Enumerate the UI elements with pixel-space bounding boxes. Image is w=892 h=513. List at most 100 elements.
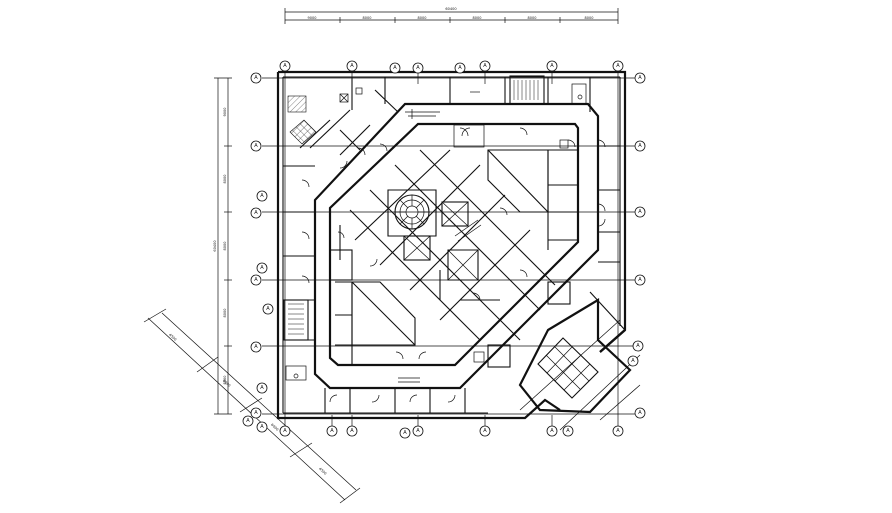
svg-text:A: A — [566, 428, 570, 434]
grid-bubble: A — [634, 274, 646, 286]
grid-bubble: A — [546, 425, 558, 437]
grid-bubble: A — [389, 62, 401, 74]
top-dimension-segment: 8000 — [528, 16, 537, 20]
grid-bubble: A — [250, 341, 262, 353]
svg-text:A: A — [416, 428, 420, 434]
corridor-ring — [313, 102, 600, 390]
top-dimension-segment: 8000 — [585, 16, 594, 20]
svg-text:A: A — [350, 63, 354, 69]
room-partitions — [283, 77, 620, 413]
grid-bubble: A — [612, 60, 624, 72]
svg-text:A: A — [254, 75, 258, 81]
grid-bubble: A — [242, 415, 254, 427]
grid-bubble: A — [256, 382, 268, 394]
svg-text:A: A — [260, 193, 264, 199]
top-dimension-segment: 8000 — [473, 16, 482, 20]
left-dimension-segment: 8000 — [223, 309, 227, 318]
svg-text:A: A — [638, 143, 642, 149]
grid-bubble: A — [262, 303, 274, 315]
grid-bubble: A — [346, 425, 358, 437]
grid-bubble: A — [479, 60, 491, 72]
svg-text:A: A — [254, 210, 258, 216]
svg-text:A: A — [283, 63, 287, 69]
grid-bubbles: A A A A A A A A A A A A A A A A A A A A … — [242, 60, 646, 439]
grid-bubble: A — [634, 72, 646, 84]
building-outline — [276, 70, 627, 420]
grid-bubble: A — [279, 425, 291, 437]
svg-text:A: A — [636, 343, 640, 349]
svg-text:A: A — [254, 143, 258, 149]
grid-bubble: A — [250, 207, 262, 219]
top-dimension-segment: 8000 — [418, 16, 427, 20]
left-dimension-segment: 8000 — [223, 242, 227, 251]
svg-text:A: A — [260, 385, 264, 391]
diagonal-dimension-segment: 4500 — [168, 333, 177, 342]
svg-text:A: A — [483, 63, 487, 69]
svg-text:A: A — [393, 65, 397, 71]
grid-bubble: A — [634, 206, 646, 218]
svg-text:A: A — [638, 277, 642, 283]
svg-text:A: A — [631, 358, 635, 364]
spiral-staircase — [387, 189, 437, 237]
svg-text:A: A — [260, 424, 264, 430]
svg-text:A: A — [283, 428, 287, 434]
diagonal-dimension-segment: 6000 — [222, 379, 231, 388]
svg-text:A: A — [483, 428, 487, 434]
svg-text:A: A — [403, 430, 407, 436]
grid-bubble: A — [632, 340, 644, 352]
grid-bubble: A — [454, 62, 466, 74]
svg-text:A: A — [616, 63, 620, 69]
grid-bubble: A — [250, 274, 262, 286]
grid-bubble: A — [256, 262, 268, 274]
grid-bubble: A — [399, 427, 411, 439]
grid-bubble: A — [326, 425, 338, 437]
left-dimension-line: 60400 9000 8000 8000 8000 8000 — [213, 77, 232, 415]
grid-bubble: A — [256, 190, 268, 202]
svg-text:A: A — [266, 306, 270, 312]
left-dimension-overall: 60400 — [213, 240, 217, 251]
grid-bubble: A — [250, 72, 262, 84]
grid-bubble: A — [412, 425, 424, 437]
lift-cores — [329, 124, 571, 368]
grid-bubble: A — [250, 407, 262, 419]
lower-right-wing — [518, 298, 632, 414]
left-dimension-segment: 8000 — [223, 175, 227, 184]
svg-text:A: A — [458, 65, 462, 71]
inner-rooms — [335, 149, 578, 365]
svg-text:A: A — [638, 209, 642, 215]
svg-text:A: A — [254, 344, 258, 350]
door-swings — [301, 127, 606, 403]
svg-text:A: A — [350, 428, 354, 434]
svg-text:A: A — [254, 277, 258, 283]
diagonal-dimension-line: 4500 6000 6000 4500 — [143, 308, 361, 504]
svg-text:A: A — [330, 428, 334, 434]
svg-text:A: A — [638, 75, 642, 81]
svg-text:A: A — [260, 265, 264, 271]
svg-text:A: A — [416, 65, 420, 71]
grid-bubble: A — [612, 425, 624, 437]
left-dimension-segment: 9000 — [223, 108, 227, 117]
diagonal-dimension-segment: 4500 — [318, 467, 327, 476]
hatched-area-top-left — [287, 87, 363, 145]
svg-text:A: A — [550, 428, 554, 434]
atrium-void — [447, 249, 479, 281]
grid-bubble: A — [256, 421, 268, 433]
grid-bubble: A — [479, 425, 491, 437]
diagonal-dimension-segment: 6000 — [270, 423, 279, 432]
grid-bubble: A — [250, 140, 262, 152]
svg-text:A: A — [550, 63, 554, 69]
stair-core-top-right — [509, 75, 587, 105]
top-dimension-line: 60400 9000 8000 8000 8000 8000 8000 — [284, 7, 619, 24]
grid-bubble: A — [412, 62, 424, 74]
grid-bubble: A — [627, 355, 639, 367]
grid-bubble: A — [634, 407, 646, 419]
grid-bubble: A — [562, 425, 574, 437]
annotation-marks — [293, 91, 583, 383]
top-dimension-segment: 9000 — [308, 16, 317, 20]
top-dimension-overall: 60400 — [445, 7, 456, 11]
grid-bubble: A — [279, 60, 291, 72]
stair-core-left — [283, 299, 309, 381]
grid-bubble: A — [634, 140, 646, 152]
grid-bubble: A — [346, 60, 358, 72]
